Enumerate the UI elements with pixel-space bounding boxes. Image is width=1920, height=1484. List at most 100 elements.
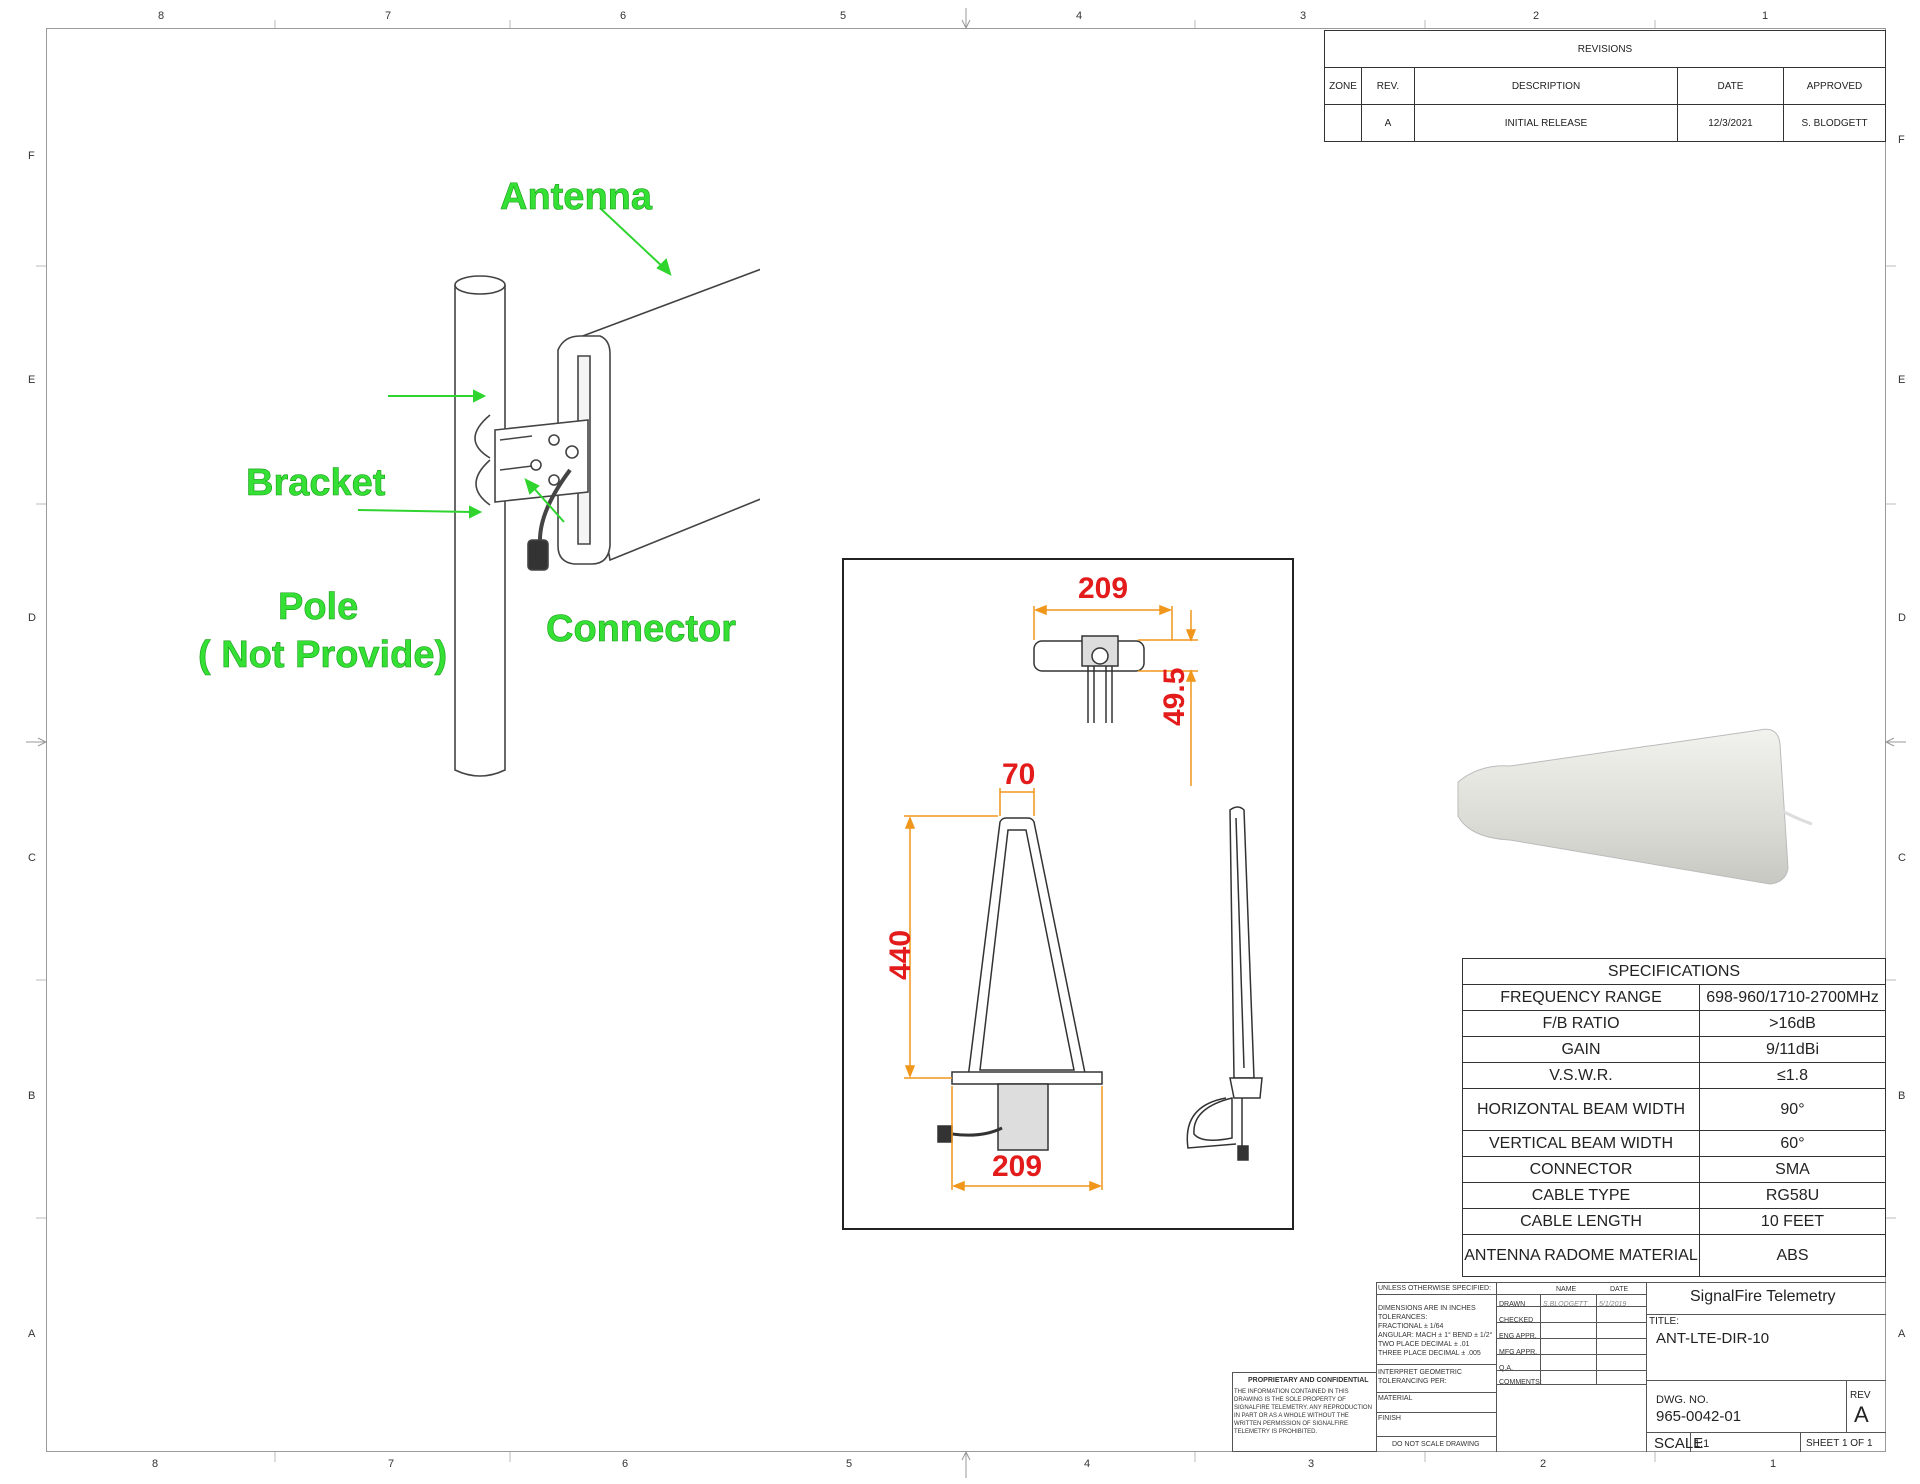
zone-bottom-6: 6: [622, 1458, 629, 1470]
tb-proprietary-text: THE INFORMATION CONTAINED IN THIS DRAWIN…: [1234, 1389, 1372, 1435]
tb-checked: CHECKED: [1499, 1317, 1534, 1324]
zone-right-c: C: [1898, 852, 1906, 864]
tb-qa: Q.A.: [1499, 1365, 1514, 1372]
callout-pole-note: ( Not Provide): [198, 634, 448, 677]
tb-three-place: THREE PLACE DECIMAL ± .005: [1378, 1350, 1481, 1357]
zone-bottom-8: 8: [152, 1458, 159, 1470]
tb-scale-value: 1:1: [1694, 1438, 1710, 1450]
spec-label: CABLE LENGTH: [1462, 1208, 1700, 1235]
tb-mfg-appr: MFG APPR.: [1499, 1349, 1538, 1356]
tb-rev-value: A: [1854, 1402, 1869, 1427]
spec-value: 9/11dBi: [1699, 1036, 1886, 1063]
zone-bottom-2: 2: [1540, 1458, 1547, 1470]
spec-value: SMA: [1699, 1156, 1886, 1183]
zone-left-b: B: [28, 1090, 36, 1102]
tb-do-not-scale: DO NOT SCALE DRAWING: [1392, 1441, 1480, 1448]
zone-top-7: 7: [385, 10, 392, 22]
dimension-drawing-box: [842, 558, 1294, 1230]
tb-drawn-name: S.BLODGETT: [1543, 1301, 1588, 1308]
mounted-antenna-illustration: [357, 207, 760, 777]
spec-value: >16dB: [1699, 1010, 1886, 1037]
zone-right-b: B: [1898, 1090, 1906, 1102]
dim-depth: 49.5: [1158, 667, 1191, 726]
spec-value: RG58U: [1699, 1182, 1886, 1209]
tb-eng-appr: ENG APPR.: [1499, 1333, 1537, 1340]
title-block: [1376, 1282, 1886, 1452]
tb-unless: UNLESS OTHERWISE SPECIFIED:: [1378, 1285, 1492, 1292]
zone-left-a: A: [28, 1328, 36, 1340]
rev-header-approved: APPROVED: [1783, 67, 1886, 105]
tb-dims: DIMENSIONS ARE IN INCHES: [1378, 1305, 1476, 1312]
spec-value: 60°: [1699, 1130, 1886, 1157]
rev-cell-approved: S. BLODGETT: [1783, 104, 1886, 142]
spec-label: F/B RATIO: [1462, 1010, 1700, 1037]
callout-antenna: Antenna: [500, 176, 653, 219]
zone-left-f: F: [28, 150, 35, 162]
rev-cell-zone: [1324, 104, 1362, 142]
spec-value: 10 FEET: [1699, 1208, 1886, 1235]
spec-label: ANTENNA RADOME MATERIAL: [1462, 1234, 1700, 1277]
spec-label: V.S.W.R.: [1462, 1062, 1700, 1089]
proprietary-box: [1232, 1372, 1376, 1452]
revisions-title: REVISIONS: [1324, 30, 1886, 68]
dim-bottom-width: 209: [992, 1150, 1043, 1183]
dim-narrow-width: 70: [1002, 758, 1036, 791]
rev-header-zone: ZONE: [1324, 67, 1362, 105]
spec-label: GAIN: [1462, 1036, 1700, 1063]
spec-value: 90°: [1699, 1088, 1886, 1131]
revisions-table: REVISIONS ZONE REV. DESCRIPTION DATE APP…: [1324, 30, 1886, 142]
zone-bottom-3: 3: [1308, 1458, 1315, 1470]
spec-value: ≤1.8: [1699, 1062, 1886, 1089]
dimension-drawing: [904, 604, 1263, 1192]
spec-label: FREQUENCY RANGE: [1462, 984, 1700, 1011]
rev-cell-date: 12/3/2021: [1677, 104, 1784, 142]
tb-title-value: ANT-LTE-DIR-10: [1656, 1330, 1770, 1347]
tb-scale-label: SCALE: [1654, 1435, 1704, 1452]
zone-top-8: 8: [158, 10, 165, 22]
dim-top-width: 209: [1078, 572, 1129, 605]
zone-bottom-5: 5: [846, 1458, 853, 1470]
zone-top-3: 3: [1300, 10, 1307, 22]
tb-finish: FINISH: [1378, 1415, 1401, 1422]
tb-proprietary-title: PROPRIETARY AND CONFIDENTIAL: [1248, 1377, 1369, 1384]
zone-bottom-1: 1: [1770, 1458, 1777, 1470]
zone-left-d: D: [28, 612, 36, 624]
rev-cell-rev: A: [1361, 104, 1415, 142]
tb-drawn: DRAWN: [1499, 1301, 1526, 1308]
zone-right-e: E: [1898, 374, 1906, 386]
callout-pole: Pole: [278, 586, 359, 629]
zone-bottom-7: 7: [388, 1458, 395, 1470]
zone-left-e: E: [28, 374, 36, 386]
spec-title: SPECIFICATIONS: [1462, 958, 1886, 985]
spec-value: 698-960/1710-2700MHz: [1699, 984, 1886, 1011]
zone-right-a: A: [1898, 1328, 1906, 1340]
tb-rev-label: REV: [1850, 1390, 1871, 1401]
zone-right-d: D: [1898, 612, 1906, 624]
zone-top-1: 1: [1762, 10, 1769, 22]
tb-company: SignalFire Telemetry: [1690, 1288, 1836, 1305]
zone-top-4: 4: [1076, 10, 1083, 22]
spec-label: CONNECTOR: [1462, 1156, 1700, 1183]
tb-material: MATERIAL: [1378, 1395, 1413, 1402]
antenna-photo: [1457, 728, 1813, 885]
dim-height: 440: [884, 929, 917, 980]
tb-dwg-label: DWG. NO.: [1656, 1394, 1709, 1406]
spec-label: VERTICAL BEAM WIDTH: [1462, 1130, 1700, 1157]
spec-label: HORIZONTAL BEAM WIDTH: [1462, 1088, 1700, 1131]
rev-header-rev: REV.: [1361, 67, 1415, 105]
rev-header-description: DESCRIPTION: [1414, 67, 1678, 105]
tb-comments: COMMENTS:: [1499, 1379, 1542, 1386]
rev-cell-description: INITIAL RELEASE: [1414, 104, 1678, 142]
tb-date-header: DATE: [1610, 1286, 1629, 1293]
tb-two-place: TWO PLACE DECIMAL ± .01: [1378, 1341, 1470, 1348]
zone-top-2: 2: [1533, 10, 1540, 22]
tb-title-label: TITLE:: [1649, 1316, 1680, 1327]
callout-connector: Connector: [546, 608, 737, 651]
tb-fractional: FRACTIONAL ± 1/64: [1378, 1323, 1444, 1330]
tb-angular: ANGULAR: MACH ± 1° BEND ± 1/2°: [1378, 1332, 1493, 1339]
spec-value: ABS: [1699, 1234, 1886, 1277]
tb-sheet: SHEET 1 OF 1: [1806, 1438, 1873, 1449]
